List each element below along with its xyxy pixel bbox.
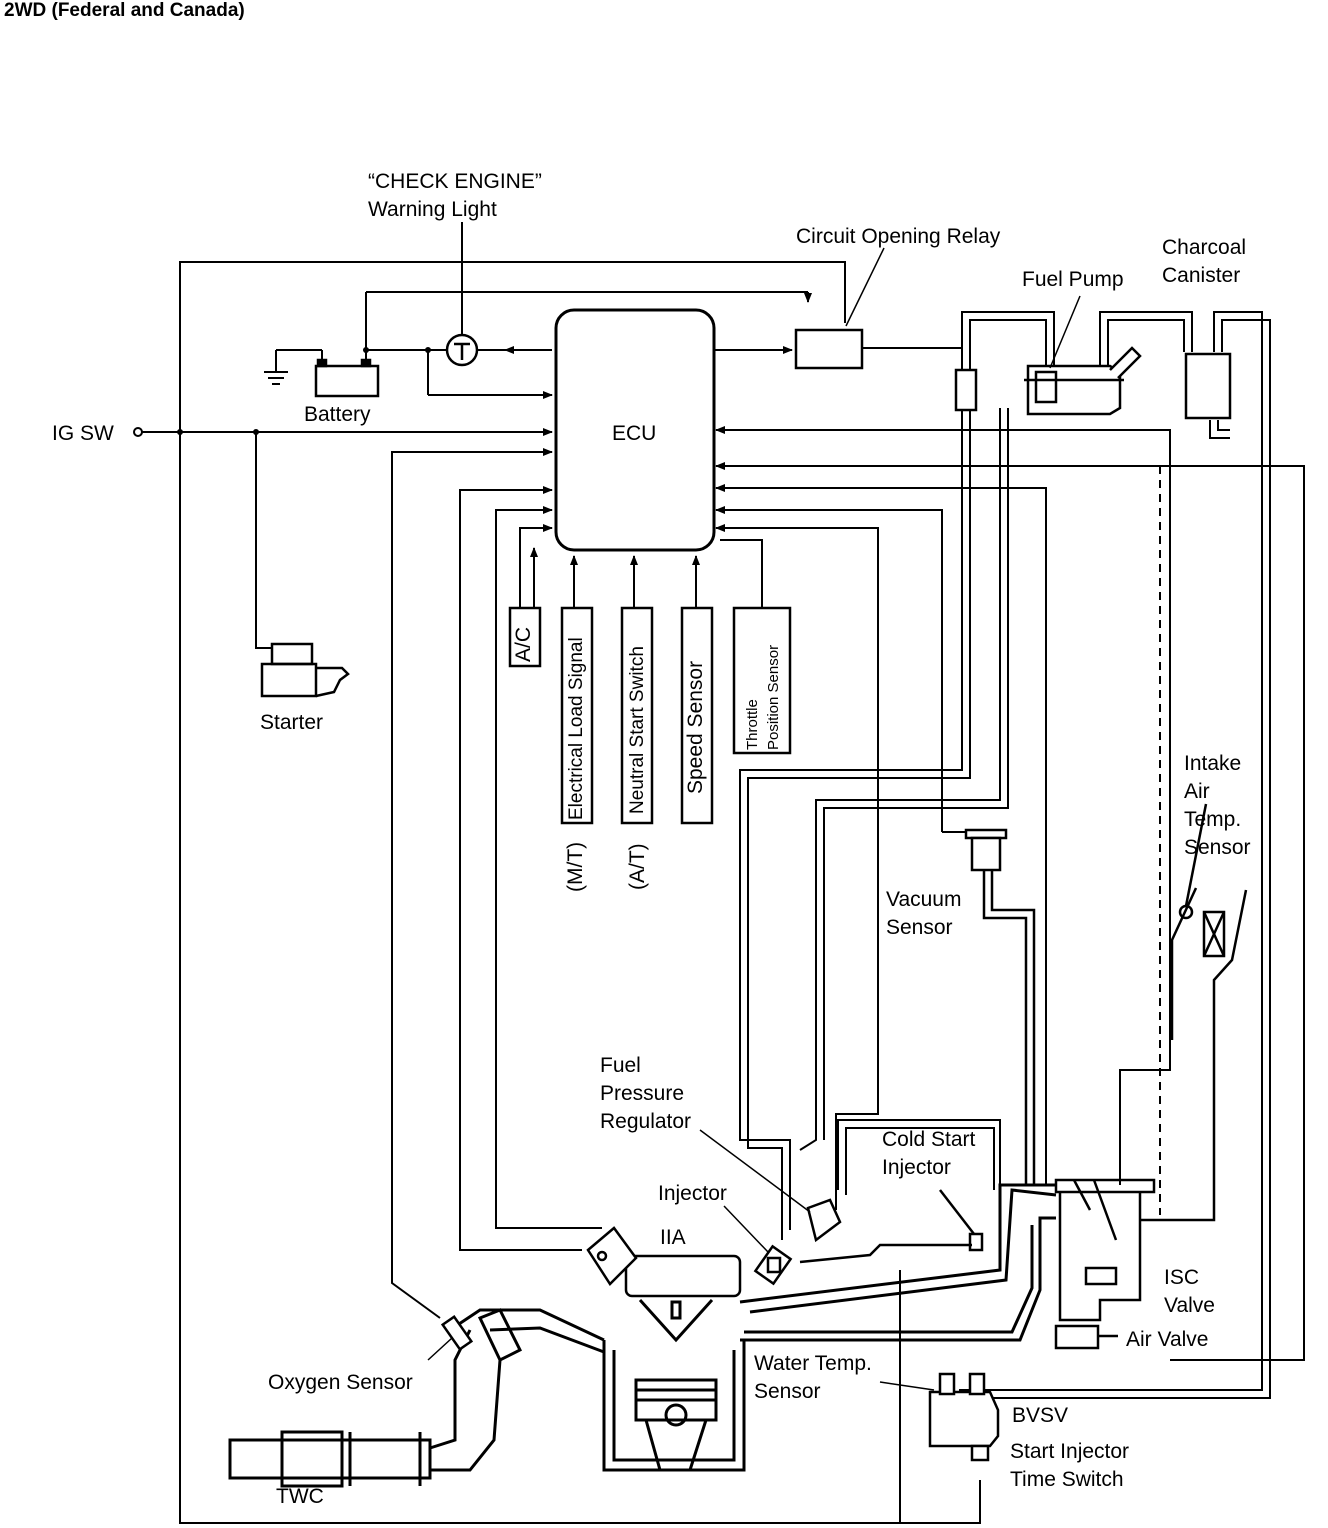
throttle-label: Throttle: [744, 699, 761, 750]
intake-air-temp-sensor-icon: [1140, 803, 1248, 1222]
ig-sw-label: IG SW: [52, 422, 114, 445]
canister-label: Canister: [1162, 264, 1241, 287]
fpr-label-2: Pressure: [600, 1082, 685, 1105]
injector-icon: [723, 1205, 793, 1286]
relay-pointer: [845, 247, 885, 327]
intake-label-2: Air: [1184, 780, 1210, 803]
air-valve-label: Air Valve: [1126, 1328, 1209, 1351]
exhaust-system-icon: [228, 1308, 605, 1488]
intake-label-1: Intake: [1184, 752, 1242, 775]
input-sensor-wiring: [530, 539, 763, 608]
power-circuit: [275, 222, 962, 399]
position-sensor-label: Position Sensor: [765, 644, 782, 750]
bvsv-label: BVSV: [1012, 1404, 1069, 1427]
fuel-pump-pointer: [1049, 295, 1081, 369]
at-label: (A/T): [626, 843, 649, 890]
ground-icon: [264, 371, 288, 385]
neutral-start-label: Neutral Start Switch: [627, 646, 648, 814]
fuel-lines: [739, 311, 1271, 1400]
check-engine-label: “CHECK ENGINE”: [368, 170, 542, 193]
circuit-opening-relay-label: Circuit Opening Relay: [796, 225, 1001, 248]
check-engine-lamp-icon: [445, 333, 479, 367]
oxygen-sensor-label: Oxygen Sensor: [268, 1371, 413, 1394]
water-temp-label-1: Water Temp.: [754, 1352, 872, 1375]
circuit-opening-relay-box: [794, 328, 864, 370]
water-temp-label-2: Sensor: [754, 1380, 821, 1403]
start-injector-label-2: Time Switch: [1010, 1468, 1124, 1491]
bvsv-icon: [928, 1372, 1000, 1462]
battery-icon: [314, 358, 380, 398]
starter-icon: [260, 642, 350, 698]
battery-label: Battery: [304, 403, 371, 426]
vacuum-label-1: Vacuum: [886, 888, 962, 911]
cold-start-injector-icon: [799, 1189, 984, 1264]
isc-label-2: Valve: [1164, 1294, 1215, 1317]
speed-sensor-label: Speed Sensor: [684, 660, 707, 794]
left-sensor-wiring: [391, 448, 602, 1319]
iia-igniter-icon: [586, 1226, 742, 1298]
fuel-pump-icon: [1024, 346, 1142, 416]
injector-label: Injector: [658, 1182, 727, 1205]
engine-cylinder-icon: [602, 1298, 746, 1472]
warning-light-label: Warning Light: [368, 198, 497, 221]
fuel-pressure-regulator-icon: [699, 1129, 842, 1243]
mt-label: (M/T): [564, 841, 587, 892]
cold-start-label-1: Cold Start: [882, 1128, 976, 1151]
iia-label: IIA: [660, 1226, 686, 1249]
isc-label-1: ISC: [1164, 1266, 1200, 1289]
intake-label-3: Temp.: [1184, 808, 1242, 831]
charcoal-label: Charcoal: [1162, 236, 1247, 259]
starter-label: Starter: [260, 711, 324, 734]
diagram-heading: 2WD (Federal and Canada): [4, 0, 245, 21]
electrical-load-label: Electrical Load Signal: [566, 637, 587, 820]
ignition-wiring: [133, 427, 553, 649]
fpr-label-1: Fuel: [600, 1054, 641, 1077]
twc-label: TWC: [276, 1485, 324, 1508]
intake-label-4: Sensor: [1184, 836, 1251, 859]
fuel-pump-label: Fuel Pump: [1022, 268, 1124, 291]
fpr-label-3: Regulator: [600, 1110, 692, 1133]
start-injector-label-1: Start Injector: [1010, 1440, 1130, 1463]
cold-start-label-2: Injector: [882, 1156, 951, 1179]
throttle-body-icon: [1054, 1178, 1156, 1350]
ac-label: A/C: [512, 626, 535, 662]
vacuum-sensor-icon: [964, 828, 1036, 1185]
ecu-box: [554, 308, 716, 552]
intake-manifold-icon: [739, 1183, 1057, 1342]
right-sensor-wiring: [715, 426, 1305, 1390]
ecu-label: ECU: [612, 422, 657, 445]
water-temp-pointer: [879, 1381, 935, 1391]
oxygen-sensor-icon: [427, 1314, 474, 1361]
charcoal-canister-icon: [1184, 352, 1232, 420]
vacuum-label-2: Sensor: [886, 916, 953, 939]
